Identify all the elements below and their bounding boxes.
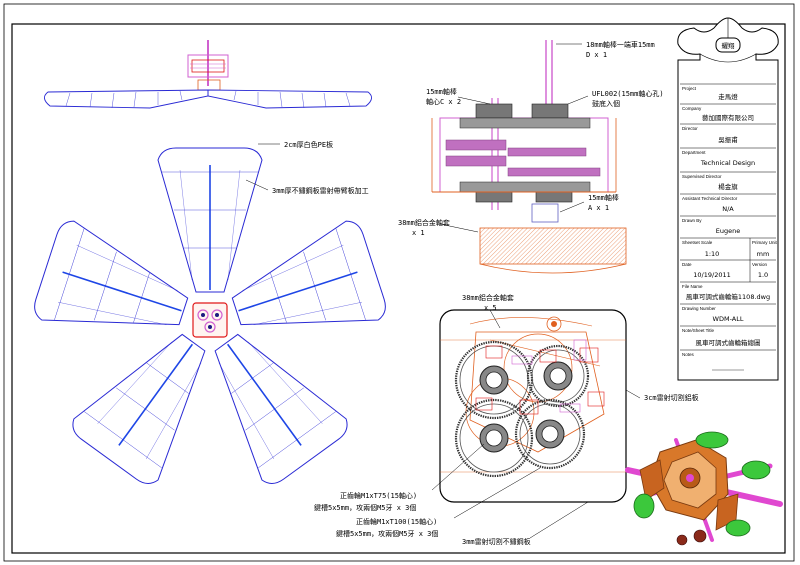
gear bbox=[454, 398, 534, 478]
annotation-shaft15-lower-qty: A x 1 bbox=[588, 204, 609, 212]
annotation-bearing-qty: 鼓底入個 bbox=[592, 99, 620, 108]
primary-unit-label: Primary Unit bbox=[752, 240, 778, 245]
blade bbox=[231, 220, 386, 326]
gear bbox=[454, 340, 534, 420]
project-value: 走馬燈 bbox=[718, 92, 738, 101]
gearbox-front-view bbox=[439, 309, 627, 503]
annotation-sleeve38b: 38mm鋁合金軸套 bbox=[462, 293, 514, 302]
annotation-shaft15-left-qty: 軸心C x 2 bbox=[426, 97, 461, 106]
annotation-sleeve38-qty: x 1 bbox=[412, 229, 425, 237]
gearbox-3d-render bbox=[625, 431, 783, 546]
sheet-title-label: Note/Sheet Title bbox=[682, 328, 715, 333]
annotation-bearing: UFL002(15mm軸心孔) bbox=[592, 89, 664, 98]
annotation-sleeve38b-qty: x 5 bbox=[484, 304, 497, 312]
blade bbox=[214, 333, 348, 484]
scale-value: 1:10 bbox=[705, 250, 720, 258]
date-value: 10/19/2011 bbox=[693, 271, 730, 279]
drawing-number-value: WDM-ALL bbox=[713, 315, 744, 323]
notes-label: Notes bbox=[682, 352, 695, 357]
sheet-title-value: 風車可調式齒輪箱總圖 bbox=[696, 338, 761, 347]
annotation-gear1-note: 鍵槽5x5mm，攻兩個M5牙 x 3個 bbox=[314, 503, 416, 512]
date-label: Date bbox=[682, 262, 692, 267]
unit-value: mm bbox=[757, 250, 770, 258]
annotation-gear2-note: 鍵槽5x5mm，攻兩個M5牙 x 3個 bbox=[336, 529, 438, 538]
annotation-shaft15-lower: 15mm軸棒 bbox=[588, 193, 619, 202]
annotation-bottom-plate: 3mm雷射切割不鏽鋼板 bbox=[462, 537, 531, 546]
annotation-laser-plate: 3cm雷射切割鋁板 bbox=[644, 393, 699, 402]
company-label: Company bbox=[682, 106, 702, 111]
annotation-sleeve38: 38mm鋁合金軸套 bbox=[398, 218, 450, 227]
annotation-top-shaft: 18mm軸棒一端車15mm bbox=[586, 40, 655, 49]
company-value: 藝加國際有限公司 bbox=[702, 113, 754, 122]
supervised-label: Supervised Director bbox=[682, 174, 722, 179]
director-value: 吳振甫 bbox=[718, 135, 738, 144]
gear bbox=[526, 344, 590, 408]
version-label: Version bbox=[752, 262, 768, 267]
drawn-label: Drawn By bbox=[682, 218, 702, 223]
annotation-gear1: 正齒輪M1xT75(15軸心) bbox=[340, 491, 417, 500]
department-value: Technical Design bbox=[700, 159, 755, 167]
inner-frame bbox=[11, 23, 786, 554]
director-label: Director bbox=[682, 126, 698, 131]
annotation-arm-plate: 3mm厚不鏽鋼板雷射帶臂板加工 bbox=[272, 186, 369, 195]
gear bbox=[514, 398, 586, 470]
supervised-value: 楊金旗 bbox=[718, 182, 738, 191]
gearbox-side-view bbox=[431, 40, 627, 274]
outer-frame bbox=[3, 3, 795, 562]
file-label: File Name bbox=[682, 284, 703, 289]
version-value: 1.0 bbox=[758, 271, 768, 279]
logo-text: 耀翔 bbox=[722, 41, 736, 50]
blade bbox=[72, 333, 206, 484]
department-label: Department bbox=[682, 150, 706, 155]
assistant-value: N/A bbox=[722, 205, 734, 213]
windmill-side-view bbox=[44, 40, 372, 109]
blade bbox=[157, 147, 263, 293]
annotation-gear2: 正齒輪M1xT100(15軸心) bbox=[356, 517, 437, 526]
title-block: 耀翔 Project 走馬燈 Company 藝加國際有限公司 Director… bbox=[677, 17, 779, 381]
hub bbox=[192, 302, 228, 338]
annotation-shaft15-left: 15mm軸棒 bbox=[426, 87, 457, 96]
sheet-scale-label: Sheetset Scale bbox=[682, 240, 713, 245]
blade bbox=[34, 220, 189, 326]
file-value: 風車可調式齒輪箱1108.dwg bbox=[686, 292, 770, 301]
windmill-front-view bbox=[34, 147, 386, 484]
drawn-value: Eugene bbox=[716, 227, 740, 235]
project-label: Project bbox=[682, 86, 697, 91]
drawing-number-label: Drawing Number bbox=[682, 306, 716, 311]
assistant-label: Assistant Technical Director bbox=[682, 196, 738, 201]
annotation-top-shaft-qty: D x 1 bbox=[586, 51, 607, 59]
annotation-plate-white: 2cm厚白色PE板 bbox=[284, 140, 333, 149]
